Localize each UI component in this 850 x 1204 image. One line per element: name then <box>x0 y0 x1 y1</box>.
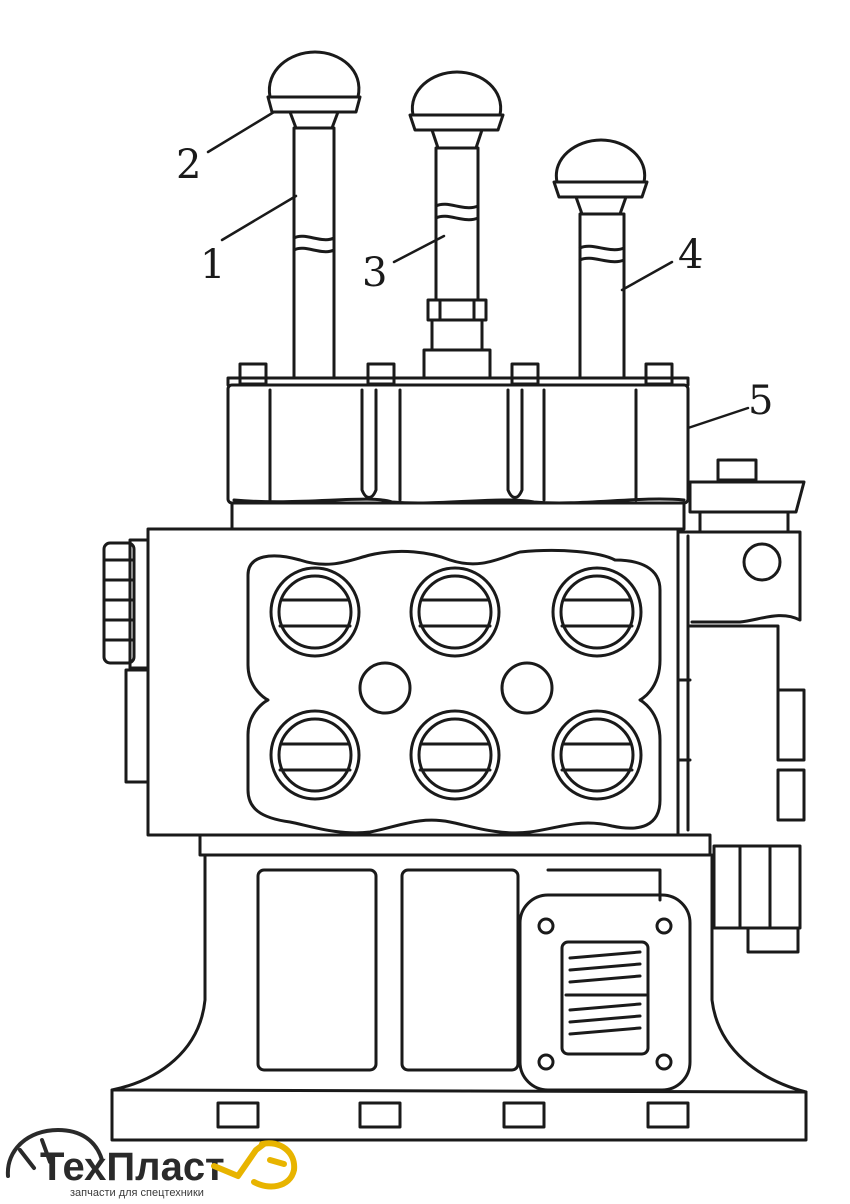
leader-2 <box>206 110 276 154</box>
right-side-valve <box>676 458 806 954</box>
lever-middle <box>408 70 505 380</box>
port-bottom-3 <box>551 709 643 801</box>
leader-1 <box>220 194 298 242</box>
logo-name: ТехПласт <box>40 1145 225 1189</box>
port-top-2 <box>409 566 501 658</box>
logo-tagline: запчасти для спецтехники <box>70 1187 204 1199</box>
leader-3 <box>392 234 446 264</box>
leader-5 <box>686 406 750 430</box>
port-top-3 <box>551 566 643 658</box>
callout-4: 4 <box>678 232 703 278</box>
callout-1: 1 <box>200 242 225 288</box>
port-bottom-1 <box>269 709 361 801</box>
lever-left <box>266 50 362 380</box>
base <box>110 833 808 1142</box>
main-body <box>102 527 680 837</box>
knob-right <box>554 138 647 184</box>
lever-right <box>552 138 649 380</box>
callout-2: 2 <box>176 142 201 188</box>
knob-middle <box>410 70 503 117</box>
flange-filter <box>518 893 692 1092</box>
port-bottom-2 <box>409 709 501 801</box>
callout-5: 5 <box>748 378 773 424</box>
callout-3: 3 <box>362 250 387 296</box>
techplast-logo: ТехПласт запчасти для спецтехники <box>5 1128 298 1199</box>
leader-4 <box>620 260 674 292</box>
excavator-arm-icon <box>5 1128 104 1178</box>
top-cap-block <box>226 362 690 531</box>
excavator-bucket-icon <box>211 1140 298 1190</box>
hole-right <box>500 661 554 715</box>
knob-left <box>267 50 361 99</box>
port-top-1 <box>269 566 361 658</box>
hole-left <box>358 661 412 715</box>
